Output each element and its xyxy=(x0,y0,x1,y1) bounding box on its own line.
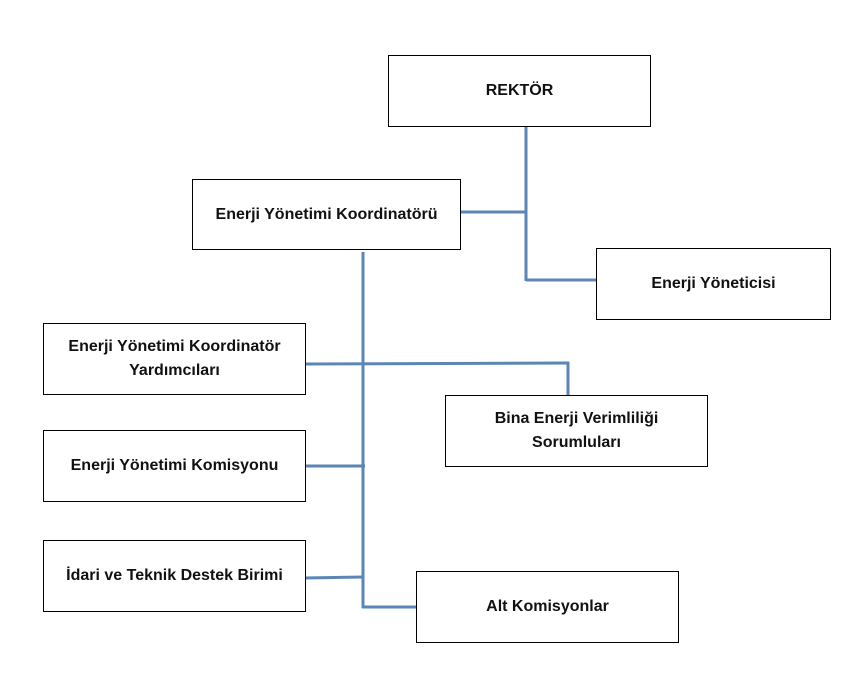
node-rektor: REKTÖR xyxy=(388,55,651,127)
connector-to-support-unit xyxy=(304,575,364,580)
connector-to-assistants xyxy=(304,361,570,366)
node-assistant-coordinators: Enerji Yönetimi Koordinatör Yardımcıları xyxy=(43,323,306,395)
node-support-unit: İdari ve Teknik Destek Birimi xyxy=(43,540,306,612)
node-building-efficiency: Bina Enerji Verimliliği Sorumluları xyxy=(445,395,708,467)
node-coordinator: Enerji Yönetimi Koordinatörü xyxy=(192,179,461,250)
node-energy-manager: Enerji Yöneticisi xyxy=(596,248,831,320)
node-sub-commissions: Alt Komisyonlar xyxy=(416,571,679,643)
node-commission: Enerji Yönetimi Komisyonu xyxy=(43,430,306,502)
